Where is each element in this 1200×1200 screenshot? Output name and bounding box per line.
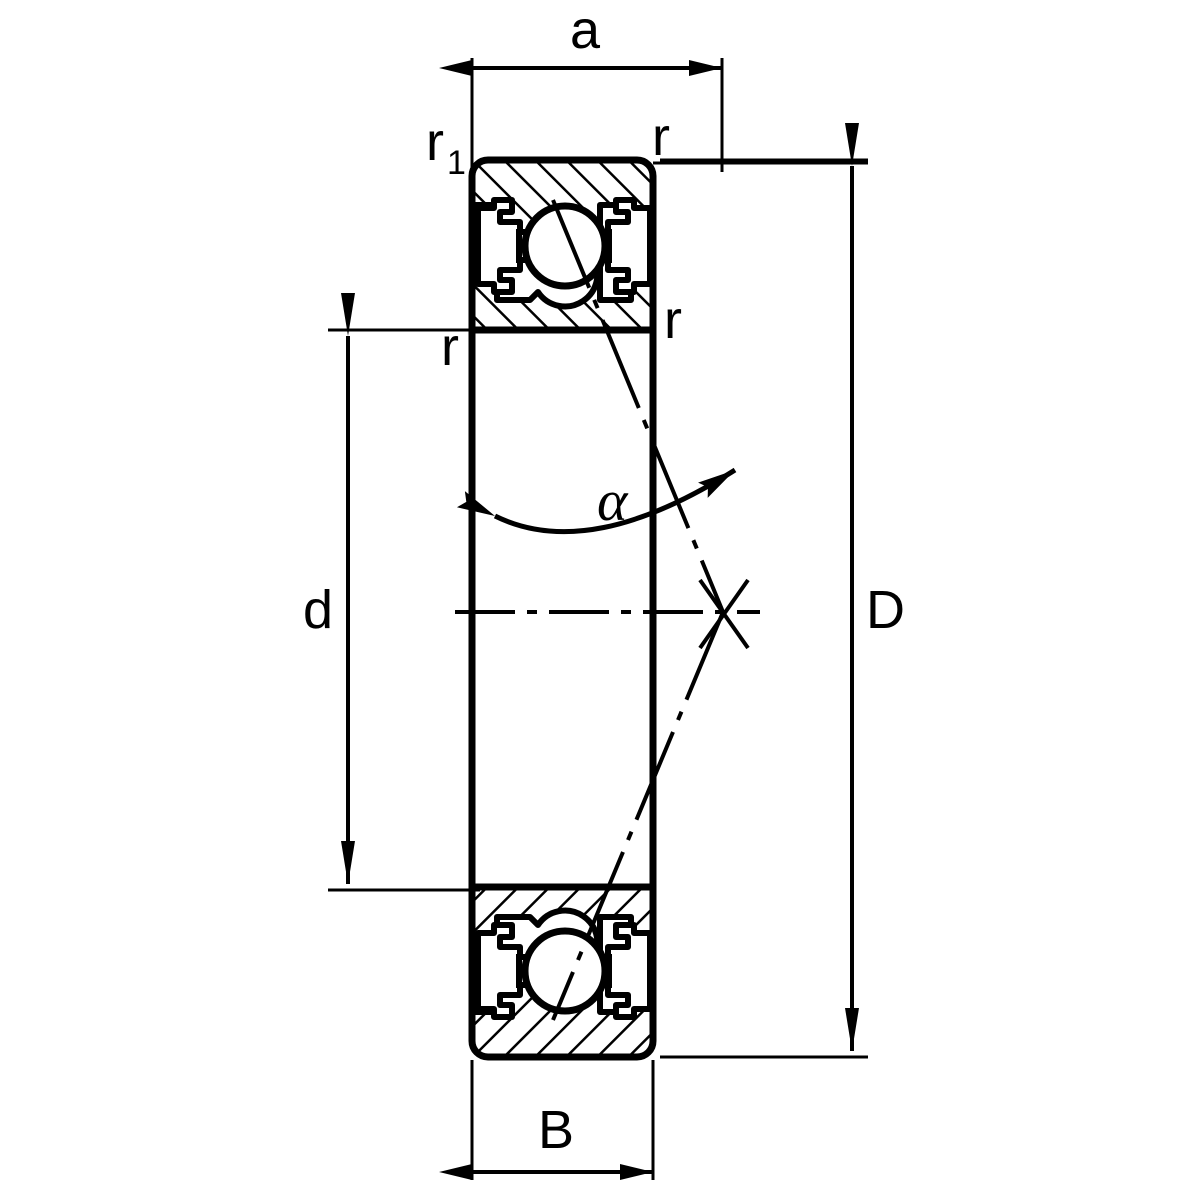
dimension-B — [439, 1060, 655, 1180]
label-alpha: α — [597, 468, 629, 533]
label-B: B — [538, 1100, 574, 1160]
label-r1-base: r — [426, 112, 444, 172]
chamfer-leader-lines — [328, 161, 868, 332]
dimension-a — [439, 58, 724, 172]
crossing-point-marker-b — [698, 578, 750, 650]
bore-face-lines — [468, 330, 657, 888]
label-r1-subscript: 1 — [447, 144, 466, 182]
contact-angle-line — [551, 199, 750, 1021]
alpha-angle-arc — [456, 467, 737, 535]
lower-ball — [521, 927, 609, 1015]
upper-left-seal — [475, 197, 536, 295]
lower-bearing-assembly — [468, 883, 657, 1061]
label-r-mid-right: r — [664, 290, 682, 350]
upper-ball — [521, 202, 609, 290]
label-a: a — [570, 0, 601, 60]
label-D: D — [866, 580, 905, 640]
label-d: d — [303, 580, 333, 640]
upper-inner-ring — [469, 253, 656, 333]
lower-inner-ring — [469, 884, 656, 964]
label-r-mid-left: r — [441, 317, 459, 377]
dimension-D — [660, 123, 868, 1059]
upper-bearing-assembly — [468, 156, 657, 334]
label-r-top-right: r — [652, 107, 670, 167]
